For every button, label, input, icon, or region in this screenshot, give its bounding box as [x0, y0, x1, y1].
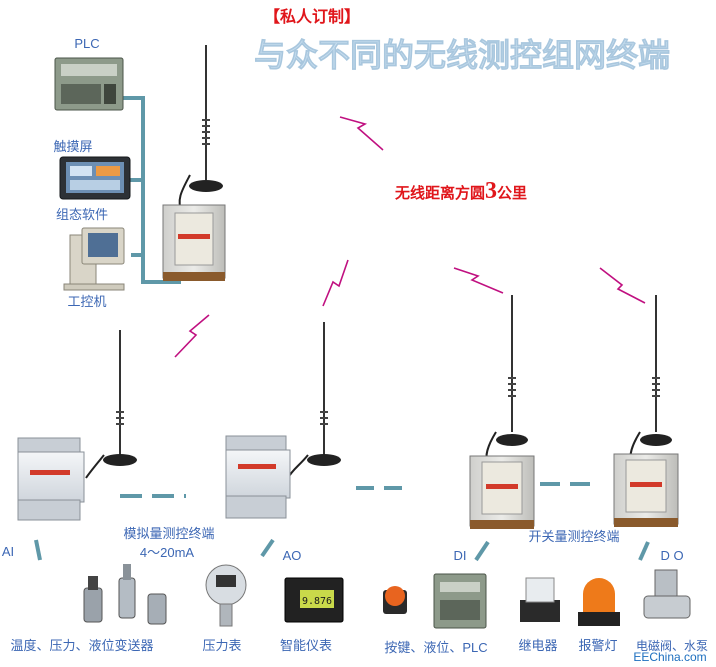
analog-range-label: 4～20mA	[140, 545, 195, 560]
wireless-dashed-links	[120, 482, 592, 498]
channel-ao-label: AO	[283, 548, 302, 563]
channel-do-label: D O	[660, 548, 683, 563]
pressure-transmitters-icon	[83, 564, 167, 625]
range-suffix: 公里	[497, 185, 527, 202]
channel-leader-lines	[34, 538, 650, 562]
valve-pump-label: 电磁阀、水泵	[636, 638, 708, 653]
pressure-gauge-label: 压力表	[202, 638, 241, 653]
range-number: 3	[485, 178, 497, 204]
analog-terminal-label: 模拟量测控终端	[123, 526, 214, 541]
switch-terminal-do	[613, 295, 679, 527]
pressure-gauge-icon	[205, 564, 247, 627]
touch-screen-label: 触摸屏	[53, 139, 92, 154]
smart-meter-label: 智能仪表	[280, 638, 332, 653]
central-wireless-terminal	[162, 45, 226, 281]
switch-terminal-di	[469, 295, 535, 529]
industrial-pc-label: 工控机	[67, 294, 106, 309]
range-prefix: 无线距离方圆	[394, 184, 485, 202]
relay-label: 继电器	[518, 638, 557, 653]
plc-label: PLC	[74, 36, 99, 51]
channel-di-label: DI	[454, 548, 467, 563]
meter-reading: 9.876	[302, 596, 332, 607]
smart-meter-icon: 9.876	[284, 577, 344, 623]
plc-controller-icon	[433, 573, 487, 629]
push-button-icon	[383, 586, 407, 614]
alarm-lamp-icon	[578, 578, 620, 626]
tag-label: 【私人订制】	[264, 8, 360, 26]
relay-icon	[520, 577, 560, 622]
alarm-lamp-label: 报警灯	[578, 638, 617, 653]
transmitters-label: 温度、压力、液位变送器	[10, 638, 153, 653]
range-label: 无线距离方圆3公里	[394, 178, 527, 204]
wireless-signal-bolts	[174, 116, 646, 358]
plc-device-icon	[54, 57, 124, 111]
analog-terminal-ai	[17, 330, 137, 521]
config-software-label: 组态软件	[56, 207, 108, 222]
watermark: EEChina.com	[633, 650, 706, 664]
signal-bolt	[174, 314, 210, 358]
signal-bolt	[453, 267, 504, 294]
analog-terminal-ao	[225, 322, 341, 519]
channel-ai-label: AI	[2, 544, 14, 559]
signal-bolt	[339, 116, 384, 151]
industrial-pc-icon	[63, 227, 125, 291]
page-title: 与众不同的无线测控组网终端	[254, 37, 670, 73]
signal-bolt	[322, 259, 349, 307]
switch-terminal-label: 开关量测控终端	[528, 529, 619, 544]
buttons-plc-label: 按键、液位、PLC	[384, 640, 487, 655]
touch-screen-icon	[59, 156, 131, 200]
solenoid-valve-icon	[643, 569, 691, 619]
signal-bolt	[599, 267, 646, 304]
